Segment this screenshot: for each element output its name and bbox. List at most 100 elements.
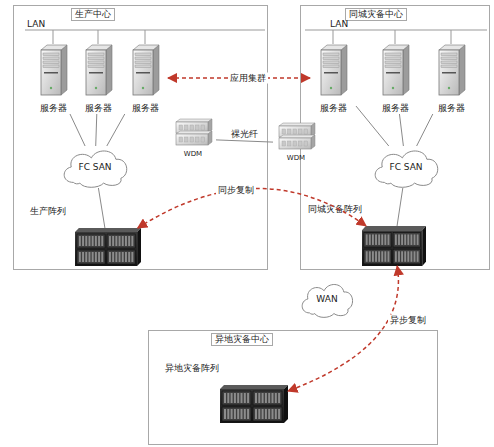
network-link xyxy=(96,114,97,146)
wdm-port xyxy=(293,129,297,134)
node-label: 服务器 xyxy=(372,103,418,114)
network-link xyxy=(216,140,273,142)
wdm-port xyxy=(190,137,194,142)
drive-bay xyxy=(43,53,59,56)
disk-slot xyxy=(112,236,114,246)
disk-slot xyxy=(401,251,403,262)
network-cloud: FC SAN xyxy=(370,146,442,188)
disk-slot xyxy=(234,409,236,419)
wdm-port xyxy=(288,129,292,134)
node-label: 服务器 xyxy=(428,103,474,114)
drive-bay xyxy=(385,65,401,68)
disk-slot xyxy=(378,234,380,245)
site-title: 生产中心 xyxy=(71,8,115,21)
drive-bay xyxy=(43,61,59,64)
drive-bay xyxy=(441,65,457,68)
disk-slot xyxy=(272,393,274,403)
disk-slot xyxy=(262,393,264,403)
drive-bay xyxy=(323,61,339,64)
disk-slot xyxy=(92,236,94,246)
drive-bay xyxy=(323,57,339,60)
lan-line xyxy=(305,30,487,31)
site-container: 异地灾备中心异地灾备阵列 xyxy=(148,330,438,445)
site-title: 异地灾备中心 xyxy=(211,333,273,346)
server-side xyxy=(153,45,159,95)
node-label: 服务器 xyxy=(310,103,356,114)
disk-slot xyxy=(234,393,236,403)
drive-bay xyxy=(88,65,104,68)
array-shelf xyxy=(77,250,105,264)
node-label: WDM xyxy=(170,149,216,160)
disk-slot xyxy=(85,236,87,246)
wdm-top xyxy=(176,119,212,122)
disk-slot xyxy=(244,393,246,403)
wdm-top xyxy=(279,135,315,138)
array-shelf xyxy=(393,232,420,247)
disk-slot xyxy=(82,236,84,246)
wdm-icon xyxy=(273,122,319,152)
server-front xyxy=(41,50,61,95)
wdm-port xyxy=(282,129,286,134)
disk-slot xyxy=(401,234,403,245)
server-top xyxy=(41,45,67,50)
disk-slot xyxy=(241,393,243,403)
wdm-port xyxy=(179,137,183,142)
server-icon xyxy=(310,42,356,98)
wdm-side xyxy=(208,131,212,145)
wdm-port xyxy=(201,125,205,130)
server-front xyxy=(439,50,459,95)
server-node: 服务器 xyxy=(30,42,76,114)
disk-slot xyxy=(109,236,111,246)
server-led xyxy=(50,87,52,89)
server-led xyxy=(448,87,450,89)
server-led xyxy=(330,87,332,89)
node-label: 同城灾备阵列 xyxy=(308,204,362,215)
disk-slot xyxy=(98,236,100,246)
wdm-port xyxy=(196,137,200,142)
disk-slot xyxy=(395,251,397,262)
node-label: FC SAN xyxy=(370,162,442,173)
disk-slot xyxy=(112,252,114,262)
disk-slot xyxy=(227,409,229,419)
disk-slot xyxy=(414,251,416,262)
array-shelf xyxy=(107,234,135,248)
node-label: WDM xyxy=(273,153,319,164)
storage-array: 同城灾备阵列 xyxy=(362,226,426,266)
disk-slot xyxy=(265,409,267,419)
server-side xyxy=(61,45,67,95)
server-slot xyxy=(442,72,456,74)
drive-bay xyxy=(43,65,59,68)
disk-slot xyxy=(128,252,130,262)
disk-slot xyxy=(255,393,257,403)
array-shelf xyxy=(222,407,251,421)
site-container: 同城灾备中心服务器服务器服务器FC SAN同城灾备阵列 xyxy=(300,5,490,270)
disk-slot xyxy=(224,393,226,403)
disk-slot xyxy=(98,252,100,262)
disk-slot xyxy=(398,251,400,262)
wdm-port xyxy=(201,137,205,142)
disk-slot xyxy=(372,234,374,245)
drive-bay xyxy=(135,57,151,60)
replication-link xyxy=(288,266,398,391)
disk-slot xyxy=(404,234,406,245)
storage-array: 生产阵列 xyxy=(75,228,141,266)
network-link xyxy=(399,114,403,146)
disk-slot xyxy=(244,409,246,419)
disk-slot xyxy=(268,409,270,419)
server-slot xyxy=(324,72,338,74)
disk-slot xyxy=(237,409,239,419)
server-front xyxy=(133,50,153,95)
disk-slot xyxy=(247,393,249,403)
edge-label: 裸光纤 xyxy=(229,129,260,140)
disk-slot xyxy=(122,236,124,246)
disk-slot xyxy=(384,251,386,262)
disk-slot xyxy=(388,234,390,245)
disk-slot xyxy=(414,234,416,245)
storage-array-icon xyxy=(75,228,141,266)
disk-slot xyxy=(109,252,111,262)
disk-slot xyxy=(410,251,412,262)
drive-bay xyxy=(441,61,457,64)
disk-slot xyxy=(131,236,133,246)
